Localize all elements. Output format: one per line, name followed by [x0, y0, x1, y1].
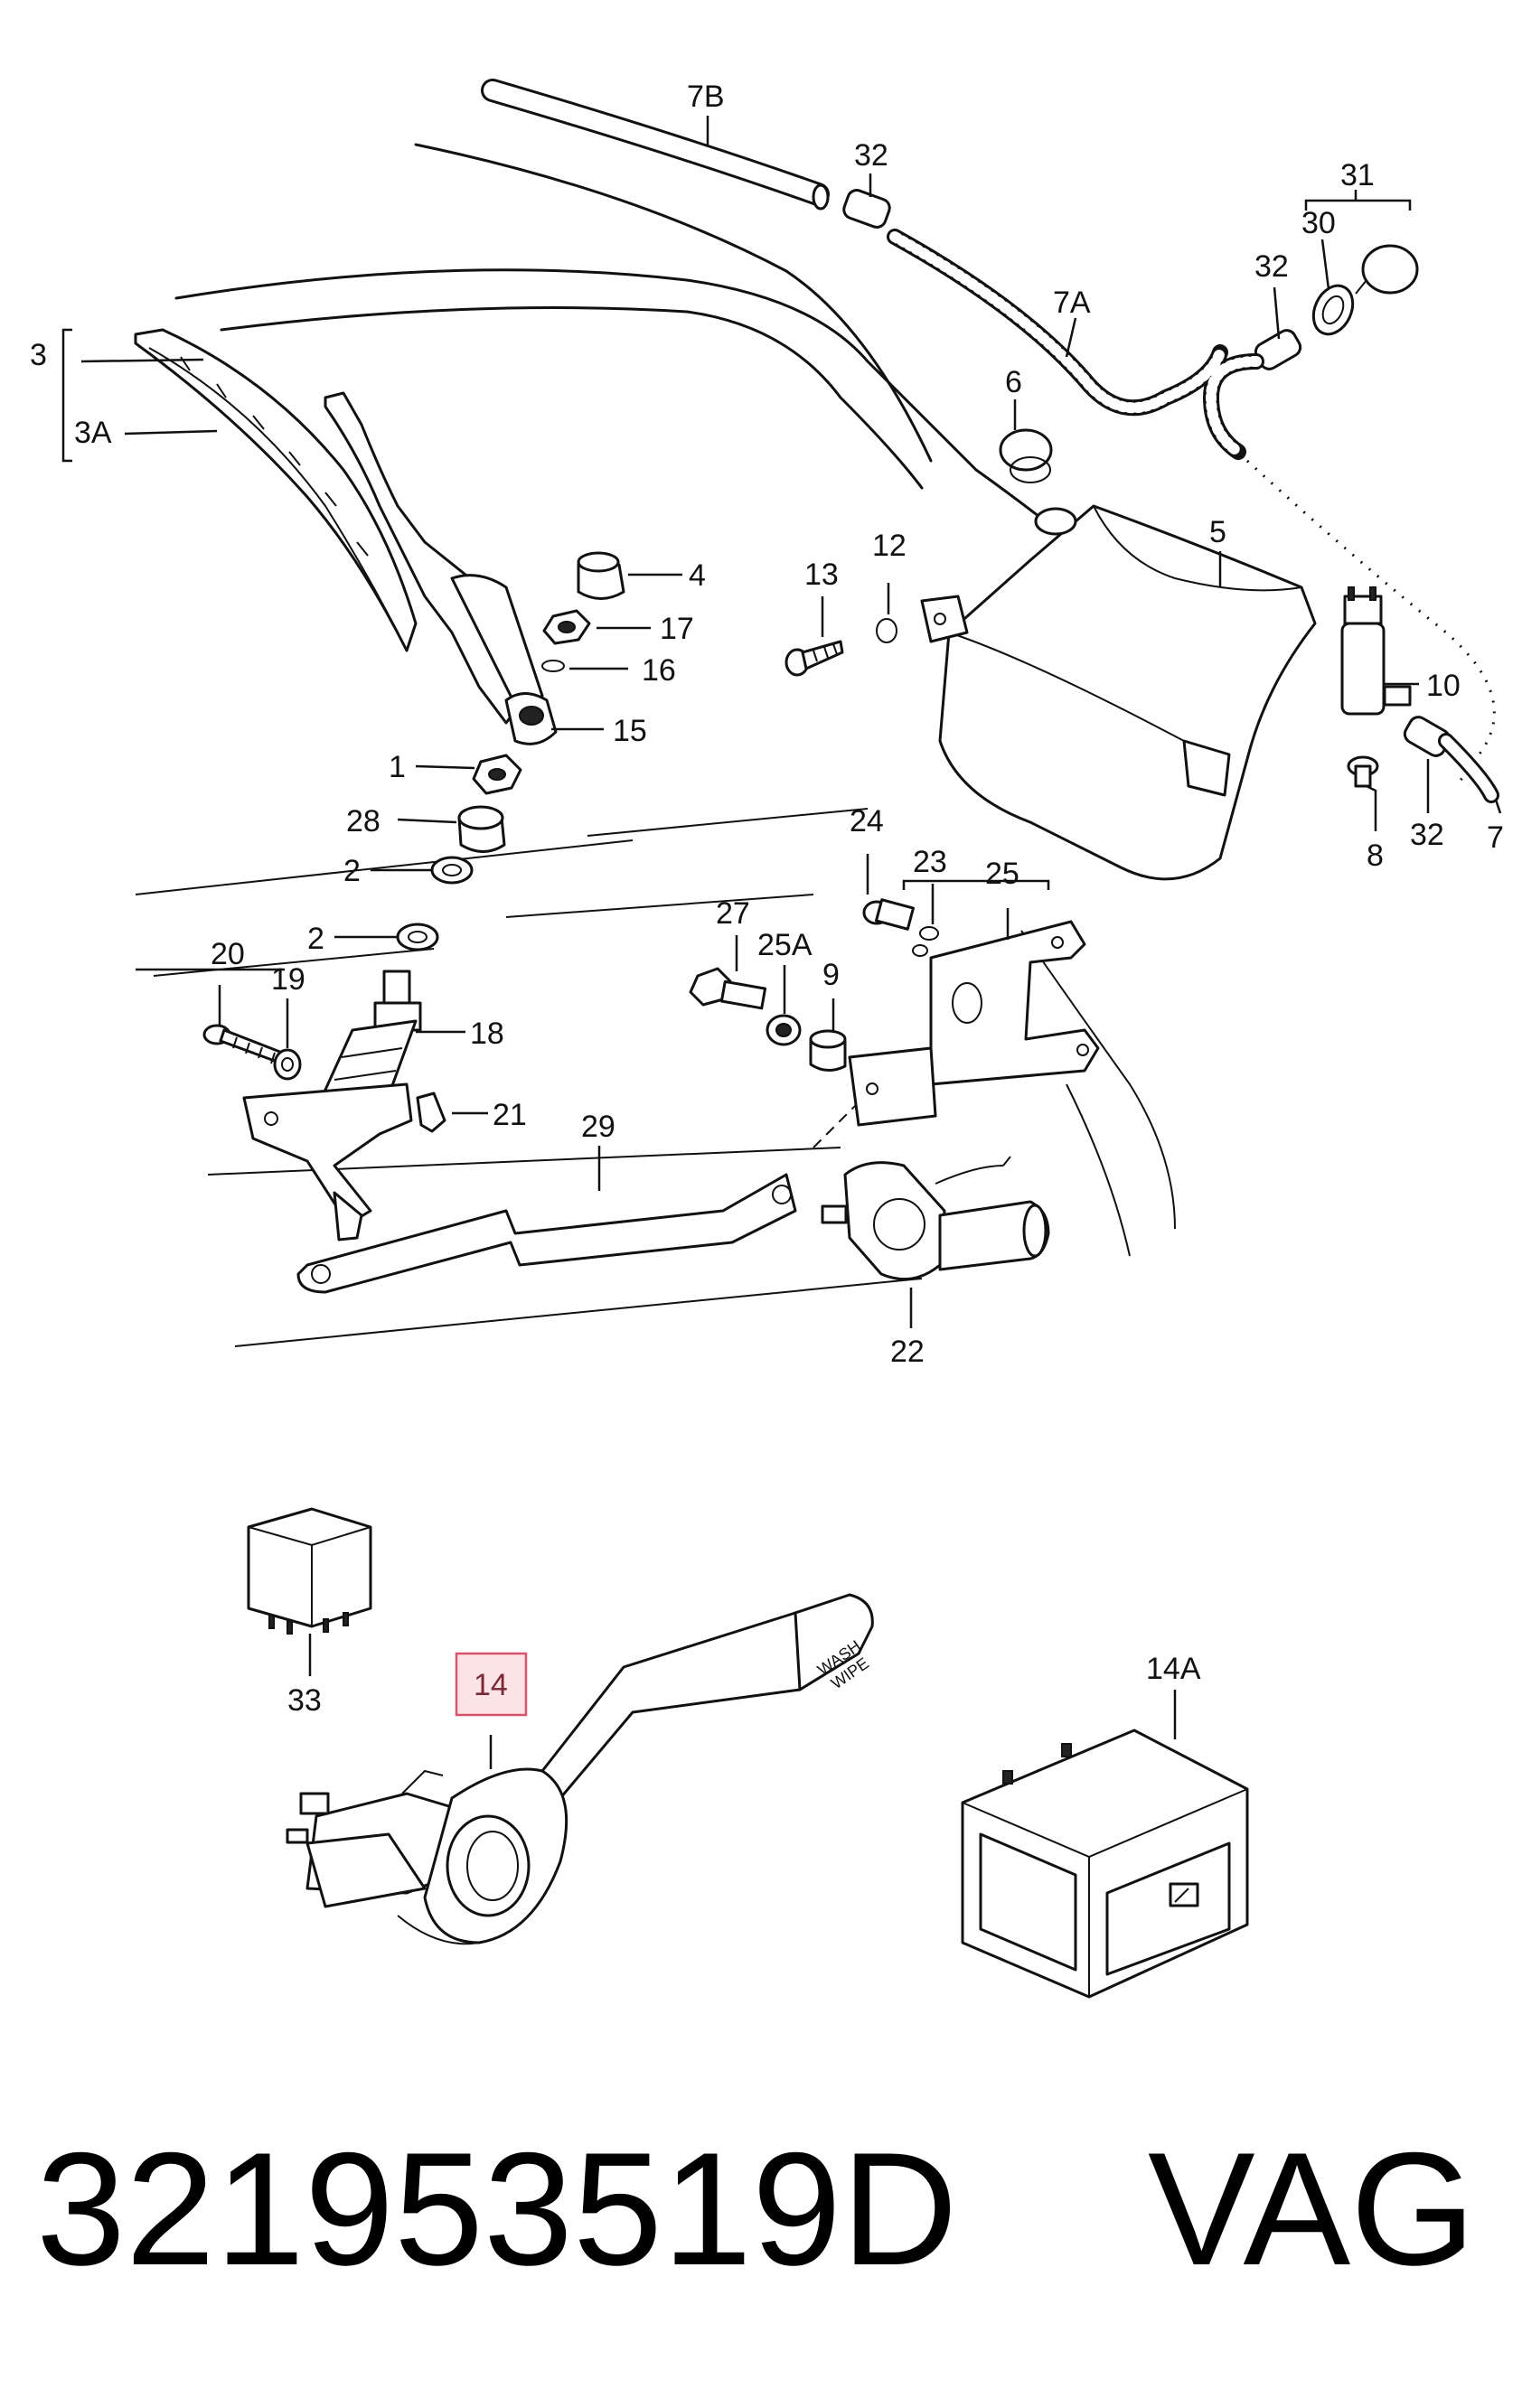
callout-5: 5 [1209, 515, 1226, 549]
callout-16: 16 [642, 653, 676, 688]
relay-33 [247, 1507, 372, 1635]
callout-24: 24 [850, 804, 884, 839]
callout-3: 3 [30, 338, 47, 372]
callout-9: 9 [822, 958, 840, 992]
wiper-pivot-18 [242, 970, 422, 1241]
callout-19: 19 [271, 962, 305, 997]
callout-7b: 7B [687, 80, 725, 114]
washer-16 [541, 660, 565, 672]
callout-20: 20 [211, 937, 245, 971]
callout-21: 21 [493, 1098, 527, 1132]
cap-4 [577, 551, 625, 600]
bushing-28 [457, 805, 506, 853]
callout-25a: 25A [757, 928, 813, 962]
bushing-9 [809, 1029, 847, 1072]
callout-28: 28 [346, 804, 380, 839]
callout-32-top: 32 [854, 138, 888, 173]
washer-12 [876, 618, 897, 643]
wiper-linkage-29 [296, 1173, 797, 1294]
callout-31: 31 [1340, 158, 1375, 192]
callout-15: 15 [613, 714, 647, 748]
hose-7 [1245, 459, 1499, 803]
car-body-outline [135, 143, 1176, 1347]
callout-14: 14 [474, 1668, 508, 1702]
bolt-27 [689, 967, 767, 1010]
brand-name: VAG [1148, 2119, 1476, 2299]
bushing-15 [504, 692, 558, 745]
callout-25: 25 [985, 857, 1019, 891]
callout-6: 6 [1005, 365, 1022, 399]
hose-7b [481, 79, 830, 211]
callout-8: 8 [1367, 839, 1384, 873]
wiper-motor-22 [813, 1056, 1050, 1281]
callout-13: 13 [804, 557, 839, 592]
rocker-switch-14a [961, 1729, 1249, 1999]
callout-labels: 7B 32 31 30 32 7A 3 3A 6 5 4 17 16 15 13… [30, 80, 1504, 1718]
callout-14a: 14A [1146, 1652, 1201, 1686]
callout-22: 22 [890, 1335, 925, 1369]
callout-1: 1 [389, 750, 406, 784]
callout-12: 12 [872, 529, 907, 563]
washer-reservoir-5 [920, 504, 1317, 881]
hose-7a [887, 229, 1264, 460]
clip-21 [416, 1092, 446, 1133]
callout-3a: 3A [74, 416, 112, 450]
washer-nozzle-30 [1311, 284, 1355, 336]
nozzle-cap-31 [1355, 244, 1419, 295]
callout-2-lower: 2 [307, 922, 324, 956]
washer-2-lower [396, 923, 439, 951]
washer-pump-10 [1340, 586, 1412, 716]
callout-17: 17 [660, 612, 694, 646]
callout-32-right: 32 [1254, 249, 1289, 284]
hose-clip-6 [999, 428, 1053, 483]
callout-2-upper: 2 [343, 854, 361, 888]
nut-1 [472, 754, 522, 795]
callout-29: 29 [581, 1110, 615, 1144]
callout-7a: 7A [1053, 286, 1091, 320]
part-number: 321953519D [36, 2119, 958, 2299]
callout-32-lower: 32 [1410, 818, 1444, 852]
wiper-washer-switch-14 [286, 1593, 874, 1945]
grommet-8 [1347, 755, 1379, 788]
bolt-24 [862, 898, 915, 931]
callout-23: 23 [913, 845, 947, 879]
callout-30: 30 [1301, 206, 1336, 240]
callout-7: 7 [1487, 820, 1504, 855]
washer-23 [912, 926, 939, 957]
leader-lines [61, 116, 1502, 1769]
callout-10: 10 [1426, 669, 1461, 703]
callout-27: 27 [716, 896, 750, 931]
washer-2-upper [430, 856, 474, 885]
part-number-footer: 321953519D VAG [36, 2105, 1500, 2313]
bracket-25 [848, 920, 1100, 1127]
nut-17 [542, 609, 591, 645]
callout-4: 4 [689, 558, 706, 593]
callout-18: 18 [470, 1017, 504, 1051]
screw-13 [784, 640, 844, 677]
callout-33: 33 [287, 1683, 322, 1718]
hose-connector-32-top [842, 189, 891, 229]
highlight-box-14 [455, 1652, 528, 1717]
wiper-arm [324, 391, 544, 725]
wiper-blade-3 [134, 328, 418, 652]
washer-19 [273, 1048, 302, 1081]
washer-25a [766, 1014, 802, 1046]
